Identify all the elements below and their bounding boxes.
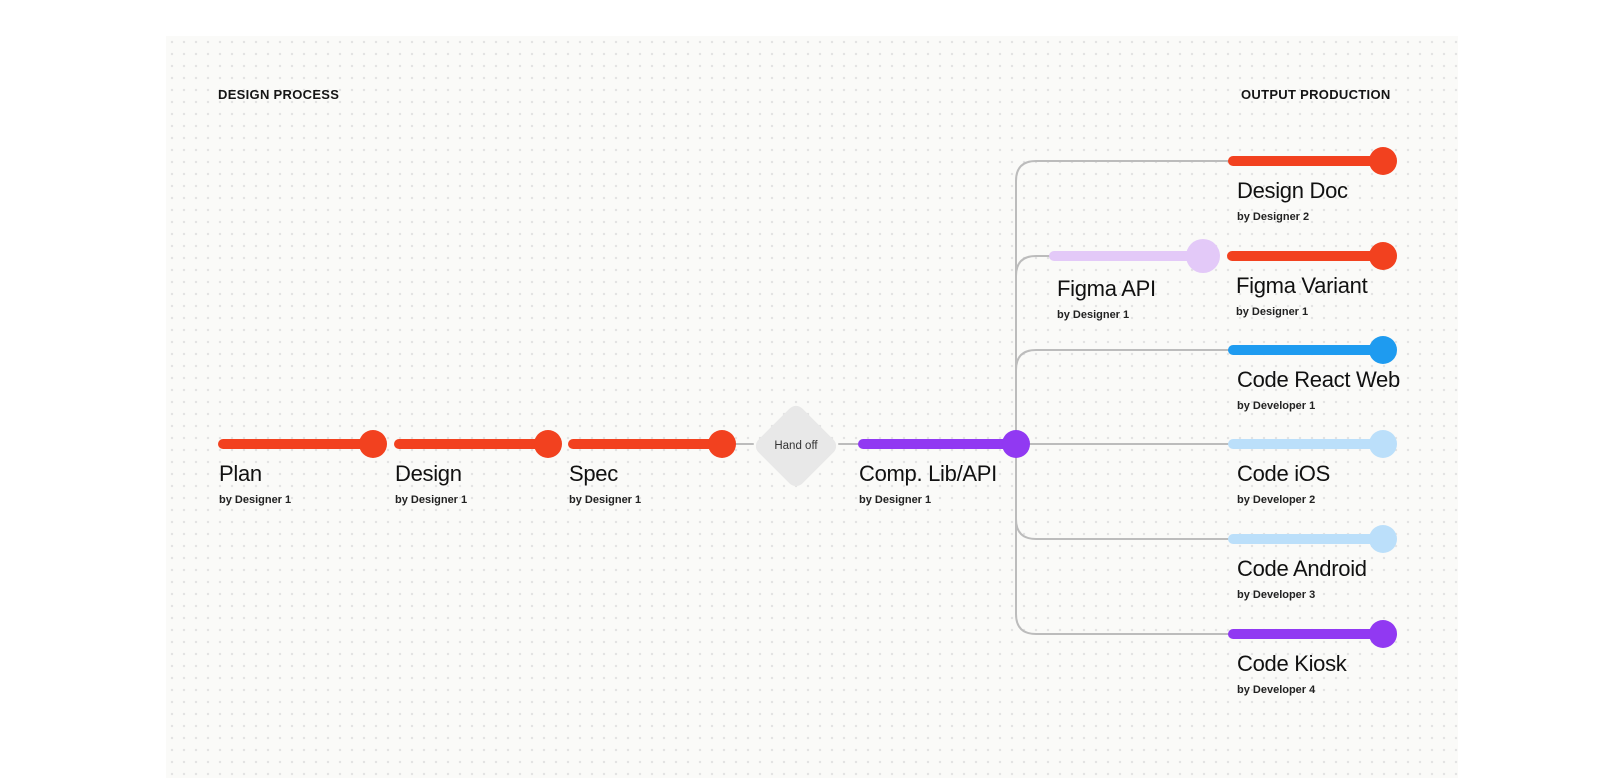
endpoint-dot bbox=[1369, 242, 1397, 270]
connector-branch-code-react-web bbox=[1015, 349, 1231, 371]
connector-branch-figma-api bbox=[1015, 255, 1052, 277]
milestone-owner: by Designer 1 bbox=[569, 494, 642, 506]
output-code-ios: Code iOS by Developer 2 bbox=[1228, 430, 1397, 506]
output-code-kiosk: Code Kiosk by Developer 4 bbox=[1228, 620, 1397, 696]
endpoint-dot bbox=[1369, 525, 1397, 553]
endpoint-dot bbox=[1369, 620, 1397, 648]
output-owner: by Designer 1 bbox=[1057, 309, 1130, 321]
milestone-owner: by Designer 1 bbox=[395, 494, 468, 506]
milestone-spec: Spec by Designer 1 bbox=[568, 430, 736, 506]
bar-track bbox=[394, 439, 548, 449]
output-code-react-web: Code React Web by Developer 1 bbox=[1228, 336, 1400, 412]
endpoint-dot bbox=[534, 430, 562, 458]
bar-track bbox=[1228, 534, 1383, 544]
endpoint-dot bbox=[359, 430, 387, 458]
milestone-comp-lib-api: Comp. Lib/API by Designer 1 bbox=[858, 430, 1030, 506]
bar-track bbox=[568, 439, 722, 449]
output-title: Code Kiosk bbox=[1237, 651, 1347, 676]
timeline-bar bbox=[394, 430, 562, 458]
section-title-design-process: DESIGN PROCESS bbox=[218, 87, 340, 102]
timeline-bar bbox=[858, 430, 1030, 458]
endpoint-dot bbox=[1369, 336, 1397, 364]
bar-track bbox=[1228, 345, 1383, 355]
milestone-owner: by Designer 1 bbox=[859, 494, 932, 506]
output-owner: by Developer 1 bbox=[1237, 400, 1316, 412]
output-figma-api: Figma API by Designer 1 bbox=[1049, 239, 1220, 321]
bar-track bbox=[218, 439, 373, 449]
output-title: Code React Web bbox=[1237, 367, 1400, 392]
bar-track bbox=[1228, 156, 1383, 166]
timeline-bar bbox=[1227, 242, 1397, 270]
timeline-bar bbox=[568, 430, 736, 458]
output-owner: by Developer 4 bbox=[1237, 684, 1316, 696]
output-figma-variant: Figma Variant by Designer 1 bbox=[1227, 242, 1397, 318]
timeline-bar bbox=[1228, 147, 1397, 175]
output-owner: by Developer 2 bbox=[1237, 494, 1316, 506]
output-title: Code Android bbox=[1237, 556, 1367, 581]
milestone-design: Design by Designer 1 bbox=[394, 430, 562, 506]
endpoint-dot bbox=[708, 430, 736, 458]
output-title: Figma API bbox=[1057, 276, 1156, 301]
timeline-bar bbox=[1049, 239, 1220, 273]
milestone-title: Plan bbox=[219, 461, 262, 486]
milestone-title: Spec bbox=[569, 461, 618, 486]
milestone-plan: Plan by Designer 1 bbox=[218, 430, 387, 506]
bar-track bbox=[858, 439, 1016, 449]
output-title: Figma Variant bbox=[1236, 273, 1368, 298]
output-code-android: Code Android by Developer 3 bbox=[1228, 525, 1397, 601]
endpoint-dot bbox=[1369, 147, 1397, 175]
endpoint-dot bbox=[1186, 239, 1220, 273]
timeline-bar bbox=[218, 430, 387, 458]
endpoint-dot bbox=[1002, 430, 1030, 458]
output-owner: by Designer 1 bbox=[1236, 306, 1309, 318]
timeline-bar bbox=[1228, 430, 1397, 458]
timeline-bar bbox=[1228, 620, 1397, 648]
milestone-owner: by Designer 1 bbox=[219, 494, 292, 506]
connector-trunk-up-design-doc bbox=[1015, 160, 1231, 435]
connector-branch-code-android bbox=[1015, 518, 1231, 540]
output-owner: by Designer 2 bbox=[1237, 211, 1310, 223]
output-design-doc: Design Doc by Designer 2 bbox=[1228, 147, 1397, 223]
handoff-diamond: Hand off bbox=[752, 402, 840, 490]
output-owner: by Developer 3 bbox=[1237, 589, 1316, 601]
endpoint-dot bbox=[1369, 430, 1397, 458]
output-title: Design Doc bbox=[1237, 178, 1348, 203]
timeline-bar bbox=[1228, 525, 1397, 553]
timeline-bar bbox=[1228, 336, 1397, 364]
bar-track bbox=[1227, 251, 1383, 261]
bar-track bbox=[1049, 251, 1203, 261]
connector-trunk-down-code-kiosk bbox=[1015, 453, 1231, 635]
output-title: Code iOS bbox=[1237, 461, 1330, 486]
section-title-output-production: OUTPUT PRODUCTION bbox=[1241, 87, 1391, 102]
milestone-title: Comp. Lib/API bbox=[859, 461, 997, 486]
milestone-title: Design bbox=[395, 461, 462, 486]
handoff-label: Hand off bbox=[774, 440, 818, 452]
bar-track bbox=[1228, 439, 1383, 449]
bar-track bbox=[1228, 629, 1383, 639]
